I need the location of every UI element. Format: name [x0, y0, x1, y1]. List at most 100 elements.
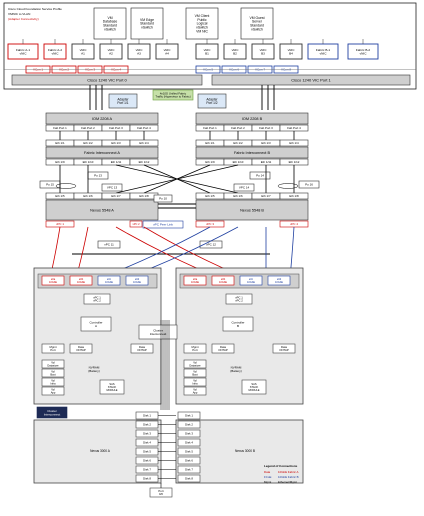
- nexus-port: Eth 1/7: [251, 192, 281, 200]
- vpc-peer-link: vPC Peer Link: [142, 220, 184, 229]
- svg-text:vPC 2: vPC 2: [132, 222, 140, 226]
- disk-tag: Disk 7: [135, 465, 159, 474]
- iom-port: Fab Port 4: [279, 124, 309, 132]
- fi-uplink-port: Eth 1/11: [251, 158, 281, 166]
- svg-text:Eth 1/3: Eth 1/3: [111, 141, 121, 145]
- svg-text:VPC 14: VPC 14: [239, 186, 250, 190]
- port-channel-label: Po 14: [249, 171, 271, 180]
- svg-text:Disk 5: Disk 5: [143, 449, 151, 453]
- legend-line-1: Cisco Cloud Foundation Service Profile: [8, 7, 62, 11]
- fi-uplink-port: Eth 1/10: [223, 158, 253, 166]
- fabric-interconnect-b: Fabric Interconnect B: [195, 146, 309, 159]
- disk-tag: Disk 6: [135, 456, 159, 465]
- iom-a: IOM 2208 A: [45, 112, 159, 125]
- nexus-port: Eth 1/8: [279, 192, 309, 200]
- svg-text:Fab Port 2: Fab Port 2: [231, 126, 245, 130]
- disk-tag: Disk 4: [135, 438, 159, 447]
- peer-port: Po 10: [153, 194, 173, 203]
- svg-text:Eth 1/11: Eth 1/11: [111, 160, 122, 164]
- vpc-port: vPC 2: [129, 220, 143, 228]
- iom-port: Fab Port 3: [101, 124, 131, 132]
- iom-port: Fab Port 3: [251, 124, 281, 132]
- svg-text:vPC 11: vPC 11: [104, 243, 114, 247]
- fi-port: Eth 1/4: [129, 139, 159, 147]
- disk-tag: Disk 5: [135, 447, 159, 456]
- svg-text:vPC Peer Link: vPC Peer Link: [153, 223, 173, 227]
- svg-text:Disk 4: Disk 4: [185, 440, 193, 444]
- svg-text:Eth 1/5: Eth 1/5: [205, 194, 215, 198]
- svg-text:Nexus 5548 A: Nexus 5548 A: [90, 208, 114, 212]
- fi-uplink-port: Eth 1/9: [45, 158, 75, 166]
- fi-port: Eth 1/3: [101, 139, 131, 147]
- shelf-label: Nexus 3000 A: [90, 449, 111, 453]
- svg-text:Po 15: Po 15: [46, 183, 54, 187]
- fi-uplink-port: Eth 1/12: [279, 158, 309, 166]
- svg-text:Disk 7: Disk 7: [185, 467, 193, 471]
- disk-tag: Disk 8: [135, 474, 159, 483]
- fi-uplink-port: Eth 1/10: [73, 158, 103, 166]
- svg-text:Disk 5: Disk 5: [185, 449, 193, 453]
- svg-text:Disk 3: Disk 3: [185, 431, 193, 435]
- svg-text:Eth 1/6: Eth 1/6: [83, 194, 93, 198]
- svg-text:Disk 8: Disk 8: [185, 476, 193, 480]
- svg-text:Eth 1/11: Eth 1/11: [261, 160, 272, 164]
- svg-text:Po 14: Po 14: [256, 174, 264, 178]
- svg-text:Po 10: Po 10: [159, 197, 167, 201]
- shelf-label: Nexus 3000 B: [235, 449, 255, 453]
- svg-text:Po 16: Po 16: [305, 183, 313, 187]
- svg-text:vPC 1: vPC 1: [56, 222, 64, 226]
- disk-tag: Disk 2: [135, 420, 159, 429]
- svg-text:Eth 1/6: Eth 1/6: [233, 194, 243, 198]
- svg-text:Eth 1/4: Eth 1/4: [289, 141, 299, 145]
- disk-tag: Disk 7: [177, 465, 201, 474]
- svg-text:Cisco 1240 VIC Port 1: Cisco 1240 VIC Port 1: [291, 77, 331, 82]
- iom-port: Fab Port 2: [223, 124, 253, 132]
- fabric-interconnect-a: Fabric Interconnect A: [45, 146, 159, 159]
- svg-text:Disk 6: Disk 6: [143, 458, 151, 462]
- legend-item: Data: [264, 470, 270, 474]
- vpc-upstream-label: vPC 11: [97, 240, 121, 249]
- svg-text:Eth 1/5: Eth 1/5: [55, 194, 65, 198]
- iom-port: Fab Port 2: [73, 124, 103, 132]
- disk-tag: Disk 3: [177, 429, 201, 438]
